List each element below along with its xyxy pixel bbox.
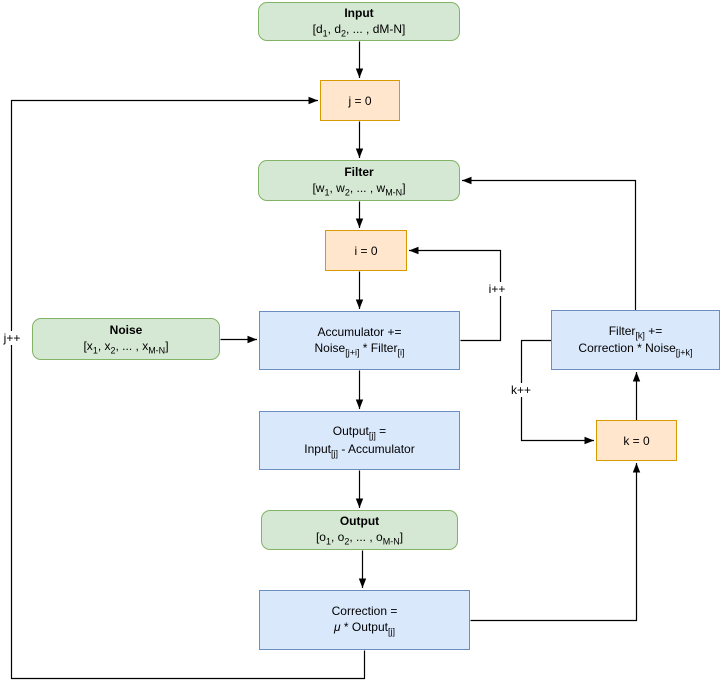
node-i-init: i = 0 [325,230,407,271]
node-filter-update: Filter[k] += Correction * Noise[j+k] [551,310,720,370]
node-output-j-line2: Input[j] - Accumulator [304,441,415,458]
node-accumulator: Accumulator += Noise[j+i] * Filter[i] [259,311,460,370]
node-output-title: Output [339,514,380,529]
node-output-j-line1: Output[j] = [332,424,387,441]
node-output-j: Output[j] = Input[j] - Accumulator [259,411,460,470]
node-input: Input [d1, d2, ... , dM-N] [258,2,460,41]
edge-loop-j-correction-to-j0 [10,96,366,680]
node-j-init-label: j = 0 [348,93,372,108]
node-i-init-label: i = 0 [354,243,378,258]
node-filter-title: Filter [344,164,374,179]
loop-label-k-increment: k++ [508,383,534,397]
node-output: Output [o1, o2, ... , oM-N] [261,510,458,550]
node-input-values: [d1, d2, ... , dM-N] [312,21,406,39]
node-filter-update-line1: Filter[k] += [608,323,663,340]
node-correction: Correction = μ * Output[j] [259,590,470,650]
node-accumulator-line2: Noise[j+i] * Filter[i] [314,340,405,358]
loop-label-i-increment: i++ [486,282,508,296]
node-filter-update-line2: Correction * Noise[j+k] [578,341,693,358]
node-noise: Noise [x1, x2, ... , xM-N] [32,318,220,360]
node-j-init: j = 0 [320,80,400,121]
node-noise-values: [x1, x2, ... , xM-N] [83,339,169,356]
node-k-init: k = 0 [596,420,677,461]
edge-filterk-to-filter [462,176,637,310]
node-accumulator-line1: Accumulator += [317,324,402,339]
loop-label-j-increment: j++ [1,331,23,345]
edge-correction-to-k0 [470,463,641,622]
node-noise-title: Noise [109,323,143,338]
node-output-values: [o1, o2, ... , oM-N] [315,530,404,547]
node-correction-line1: Correction = [331,604,398,619]
node-filter: Filter [w1, w2, ... , wM-N] [258,160,460,201]
node-k-init-label: k = 0 [623,433,650,448]
node-correction-line2: μ * Output[j] [334,620,395,637]
node-input-title: Input [344,5,374,20]
node-filter-values: [w1, w2, ... , wM-N] [312,180,406,198]
